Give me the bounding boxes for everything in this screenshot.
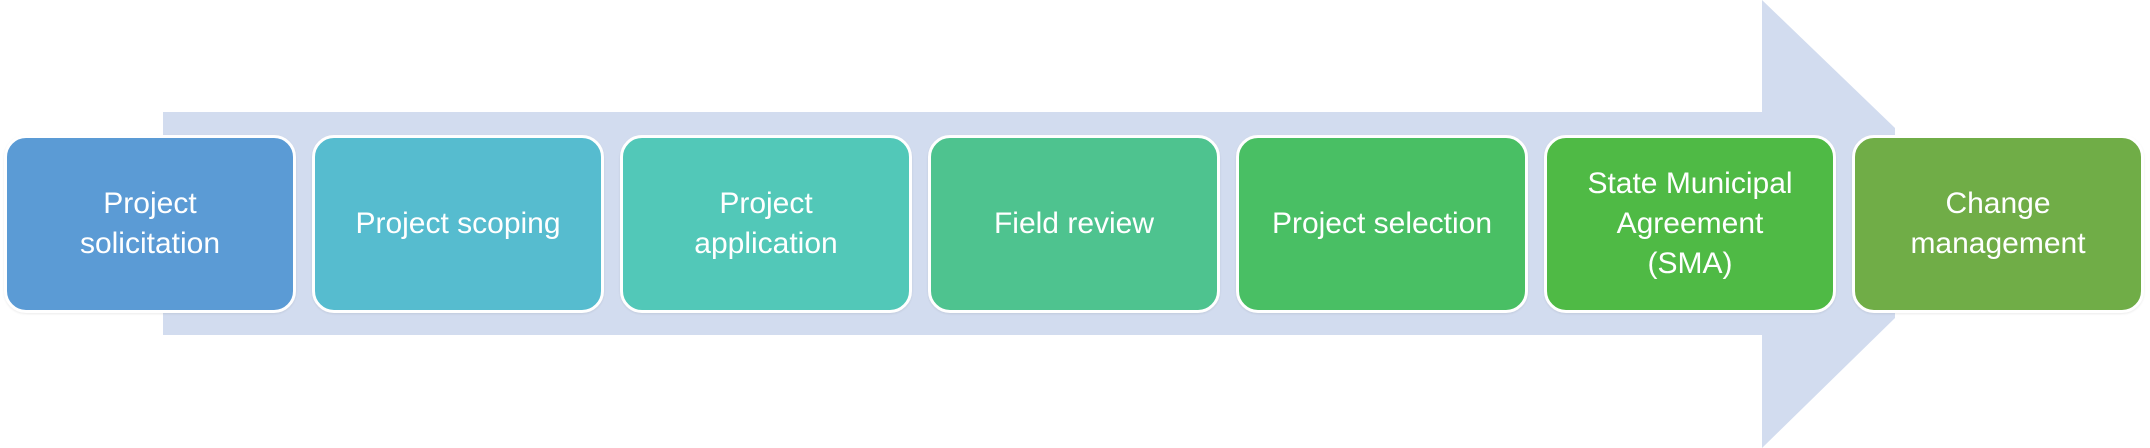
step-change-management: Change management [1852, 135, 2144, 313]
step-project-scoping: Project scoping [312, 135, 604, 313]
process-steps: Project solicitation Project scoping Pro… [4, 135, 2146, 313]
step-label: Project scoping [355, 207, 561, 241]
step-field-review: Field review [928, 135, 1220, 313]
step-label: State Municipal Agreement (SMA) [1587, 167, 1793, 280]
step-label: Change management [1910, 187, 2086, 260]
step-label: Project solicitation [79, 187, 221, 260]
step-project-selection: Project selection [1236, 135, 1528, 313]
step-state-municipal-agreement: State Municipal Agreement (SMA) [1544, 135, 1836, 313]
step-project-solicitation: Project solicitation [4, 135, 296, 313]
step-project-application: Project application [620, 135, 912, 313]
step-label: Project selection [1271, 207, 1493, 241]
step-label: Field review [993, 207, 1155, 241]
step-label: Project application [694, 187, 838, 260]
